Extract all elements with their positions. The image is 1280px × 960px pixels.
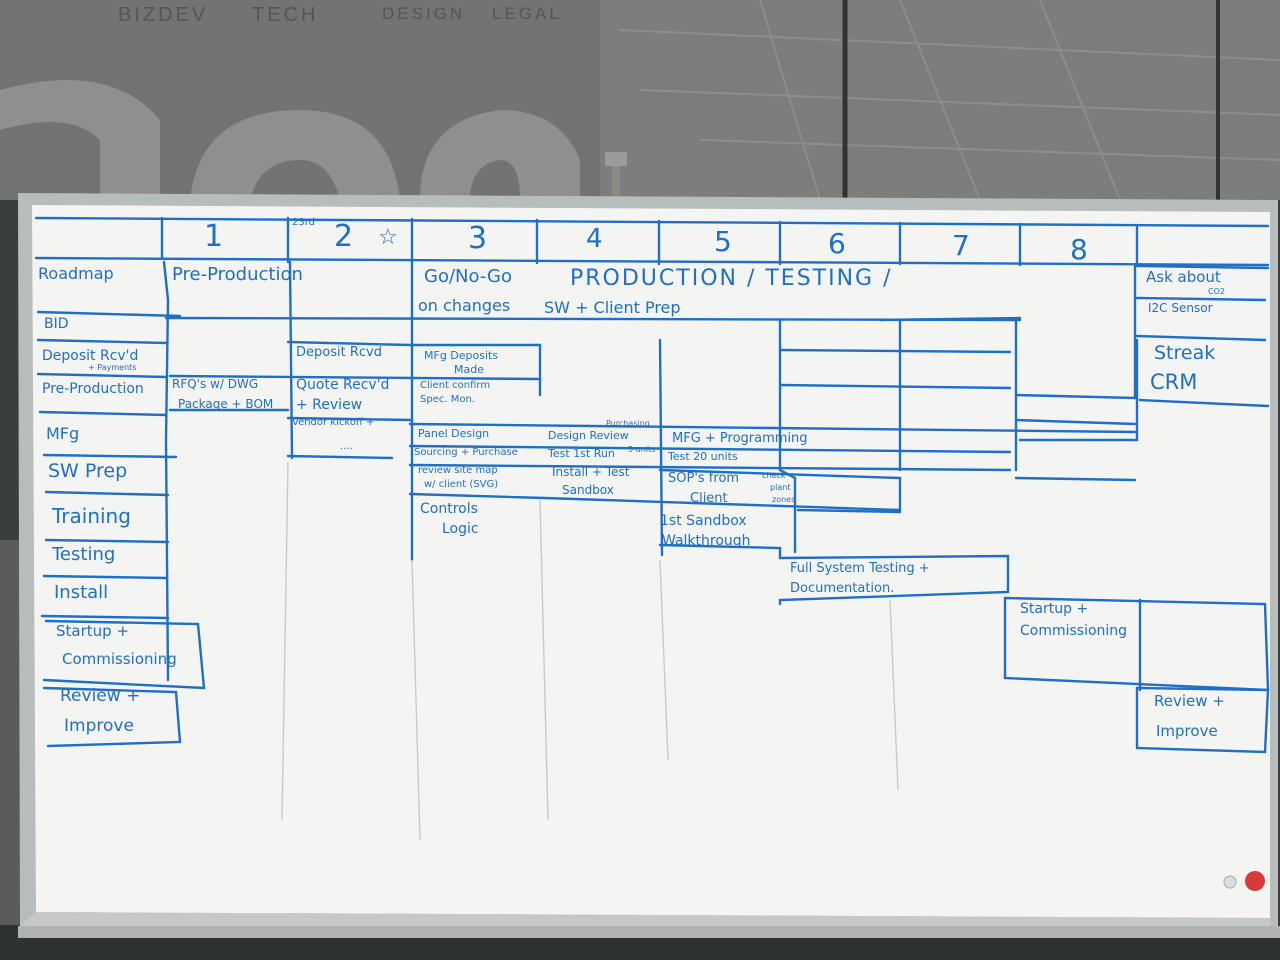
cell-quote-line1: Quote Recv'd xyxy=(296,377,390,393)
cell-vendor-dots: .... xyxy=(340,441,353,452)
column-header-8: 8 xyxy=(1070,233,1088,266)
cell-controls: Controls xyxy=(420,501,478,517)
cell-go-no-go: Go/No-Go xyxy=(424,266,512,287)
wall-label-design: DESIGN xyxy=(382,4,466,23)
cell-co2: CO2 xyxy=(1208,287,1225,296)
row-label-review: Review + xyxy=(60,686,141,706)
cell-streak: Streak xyxy=(1154,342,1216,364)
cell-check-line3: zones xyxy=(772,495,796,504)
cell-check-line1: check xyxy=(762,471,786,480)
cell-i2c-sensor: I2C Sensor xyxy=(1148,301,1213,315)
row-label-improve: Improve xyxy=(64,716,134,736)
cell-rfqs-line1: RFQ's w/ DWG xyxy=(172,377,259,391)
cell-sandbox-walkthrough-line1: 1st Sandbox xyxy=(660,513,747,529)
column-header-6: 6 xyxy=(828,227,846,260)
ceiling-grid xyxy=(619,0,1280,201)
cell-design-review: Design Review xyxy=(548,429,629,442)
glass-decal xyxy=(0,80,580,200)
cell-test-20-units: Test 20 units xyxy=(668,450,738,463)
wall-label-tech: TECH xyxy=(252,4,319,26)
cell-check-line2: plant xyxy=(770,483,791,492)
row-label-install: Install xyxy=(54,582,109,603)
cell-sops-line1: SOP's from xyxy=(668,471,740,486)
row-label-payments: + Payments xyxy=(88,363,137,372)
cell-review: Review + xyxy=(1154,692,1225,710)
cell-purchasing: Purchasing xyxy=(606,419,650,428)
cell-sw-client-prep: SW + Client Prep xyxy=(544,298,681,317)
cell-review-site-map-line2: w/ client (SVG) xyxy=(424,479,499,490)
column-header-3: 3 xyxy=(468,221,488,256)
cell-on-changes: on changes xyxy=(418,296,511,315)
cell-full-system-testing: Full System Testing + xyxy=(790,561,930,576)
wall-label-legal: LEGAL xyxy=(492,4,562,23)
cell-ask-about: Ask about xyxy=(1146,268,1221,286)
marker-grid xyxy=(34,216,1270,754)
row-label-commissioning: Commissioning xyxy=(62,650,177,668)
column-header-2: 2 xyxy=(334,219,354,254)
cell-sops-line2: Client xyxy=(690,491,728,506)
cell-startup: Startup + xyxy=(1020,601,1089,617)
cell-quote-line2: + Review xyxy=(296,397,363,413)
cell-review-site-map-line1: review site map xyxy=(418,465,498,476)
cell-logic: Logic xyxy=(442,521,479,537)
cell-mfg-deposits-line1: MFg Deposits xyxy=(424,349,499,362)
row-label-roadmap: Roadmap xyxy=(38,264,114,283)
cell-improve: Improve xyxy=(1156,722,1218,740)
cell-client-confirm-line1: Client confirm xyxy=(420,380,491,391)
cell-crm: CRM xyxy=(1150,370,1198,394)
row-label-bid: BID xyxy=(44,316,69,332)
row-label-startup: Startup + xyxy=(56,622,130,640)
ceiling-fixture xyxy=(605,152,627,196)
row-label-training: Training xyxy=(52,504,131,528)
magnet-icon xyxy=(1245,871,1265,891)
row-label-sw-prep: SW Prep xyxy=(48,460,128,482)
cell-test-1st-run: Test 1st Run xyxy=(548,447,615,460)
cell-sourcing-purchase: Sourcing + Purchase xyxy=(414,447,518,458)
wall-label-bizdev: BIZDEV xyxy=(118,4,209,26)
cell-pre-production: Pre-Production xyxy=(172,264,303,285)
cell-sandbox-walkthrough-line2: Walkthrough xyxy=(662,533,751,549)
cell-mfg-programming: MFG + Programming xyxy=(672,431,808,446)
column-header-1: 1 xyxy=(204,219,224,254)
cell-client-confirm-line2: Spec. Mon. xyxy=(420,394,475,405)
star-icon: ☆ xyxy=(378,225,398,250)
cell-install-test: Install + Test xyxy=(552,465,630,479)
cell-rfqs-line2: Package + BOM xyxy=(178,397,274,411)
row-label-testing: Testing xyxy=(52,544,116,565)
row-label-deposit: Deposit Rcv'd xyxy=(42,348,139,364)
cell-vendor-kickoff: Vendor kickoff + xyxy=(292,417,375,428)
cell-production-testing: PRODUCTION / TESTING / xyxy=(570,266,893,291)
cell-documentation: Documentation. xyxy=(790,581,895,596)
cell-commissioning: Commissioning xyxy=(1020,623,1128,639)
column-header-5: 5 xyxy=(714,225,732,258)
cell-sandbox: Sandbox xyxy=(562,483,614,497)
cell-mfg-deposits-line2: Made xyxy=(454,363,484,376)
column-note-23rd: 23rd xyxy=(292,217,316,228)
cell-test-5-units: 5 units xyxy=(628,445,656,454)
row-label-mfg: MFg xyxy=(46,424,80,443)
cell-deposit-rcvd: Deposit Rcvd xyxy=(296,345,382,360)
column-header-4: 4 xyxy=(586,224,603,254)
column-header-7: 7 xyxy=(952,229,970,262)
faint-guides xyxy=(281,461,899,841)
cell-panel-design: Panel Design xyxy=(418,427,490,440)
row-label-preproduction: Pre-Production xyxy=(42,381,144,397)
